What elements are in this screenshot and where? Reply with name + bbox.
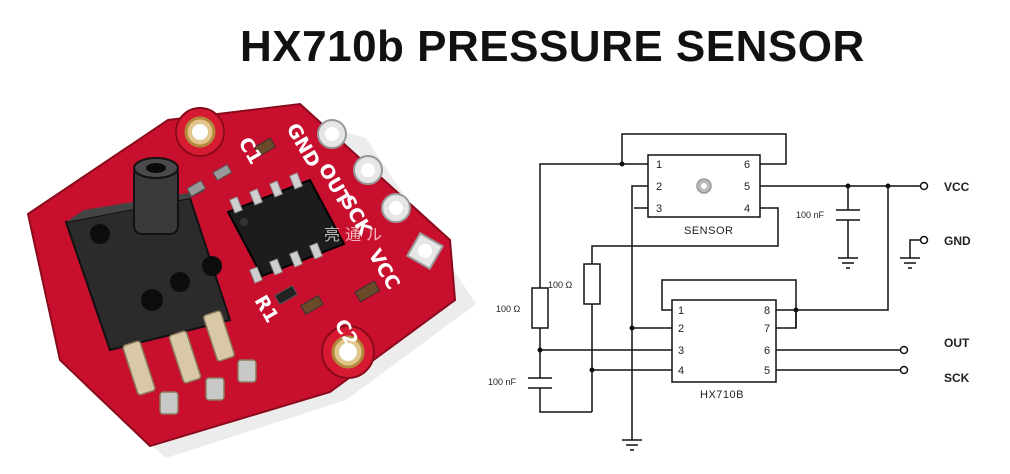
header-pads [317, 119, 445, 271]
capacitor-bottom [528, 377, 592, 413]
schematic [528, 133, 929, 451]
hx710b-ic-package [226, 172, 346, 284]
resistor-left [531, 287, 549, 329]
wire-cap-top [836, 186, 860, 258]
cap-top-label: 100 nF [796, 210, 825, 220]
terminal-gnd-label: GND [944, 234, 971, 248]
res-mid-label: 100 Ω [548, 280, 573, 290]
terminal-sck-icon [899, 365, 909, 375]
gnd-bottom [622, 439, 642, 451]
cap-bottom-label: 100 nF [488, 377, 517, 387]
hx710b-chip [671, 299, 777, 383]
hx-pin-7: 7 [764, 323, 770, 335]
hx-pin-3: 3 [678, 345, 684, 357]
gnd-cap-top [838, 257, 858, 269]
wire-hx-pin7 [661, 279, 797, 329]
sensor-chip-label: SENSOR [684, 225, 733, 237]
terminal-sck-label: SCK [944, 371, 970, 385]
hx-pin-4: 4 [678, 365, 684, 377]
wire-sensor-pin1-loop [621, 133, 787, 165]
terminal-vcc-label: VCC [944, 180, 970, 194]
hx-pin-5: 5 [764, 365, 770, 377]
watermark-text: 亮 通 ル [324, 225, 382, 244]
hx-pin-1: 1 [678, 305, 684, 317]
sensor-board-illustration: C1 GND OUT SCK VCC R1 C2 亮 通 ル [26, 102, 476, 458]
wire-gnd-terminal [900, 239, 920, 269]
sensor-pin-6: 6 [744, 159, 750, 171]
wire-vcc-to-hx-pin8 [776, 186, 889, 311]
sensor-pin-2: 2 [656, 181, 662, 193]
sensor-pin-3: 3 [656, 203, 662, 215]
junction-dots [537, 161, 891, 373]
page-title: HX710b PRESSURE SENSOR [240, 22, 865, 71]
wire-sensor-pin1-to-left [539, 163, 622, 288]
res-left-label: 100 Ω [496, 304, 521, 314]
hx-pin-8: 8 [764, 305, 770, 317]
sensor-pin-4: 4 [744, 203, 750, 215]
resistor-mid [583, 263, 601, 305]
smd-components [186, 137, 381, 316]
schematic-labels: 1 2 3 6 5 4 SENSOR 1 2 3 4 8 7 6 5 HX710… [488, 159, 971, 401]
hx-pin-6: 6 [764, 345, 770, 357]
terminal-out-label: OUT [944, 336, 970, 350]
hx710b-chip-label: HX710B [700, 389, 744, 401]
wire-sensor-pin2-gnd [631, 185, 648, 440]
sensor-pin-5: 5 [744, 181, 750, 193]
sensor-legs [122, 310, 257, 415]
terminal-out-icon [899, 345, 909, 355]
sensor-pin-1: 1 [656, 159, 662, 171]
wire-sensor-pin4 [591, 207, 779, 264]
terminal-vcc-icon [919, 181, 929, 191]
hx-pin-2: 2 [678, 323, 684, 335]
pressure-sensor-package [64, 157, 232, 352]
terminal-gnd-icon [919, 235, 929, 245]
